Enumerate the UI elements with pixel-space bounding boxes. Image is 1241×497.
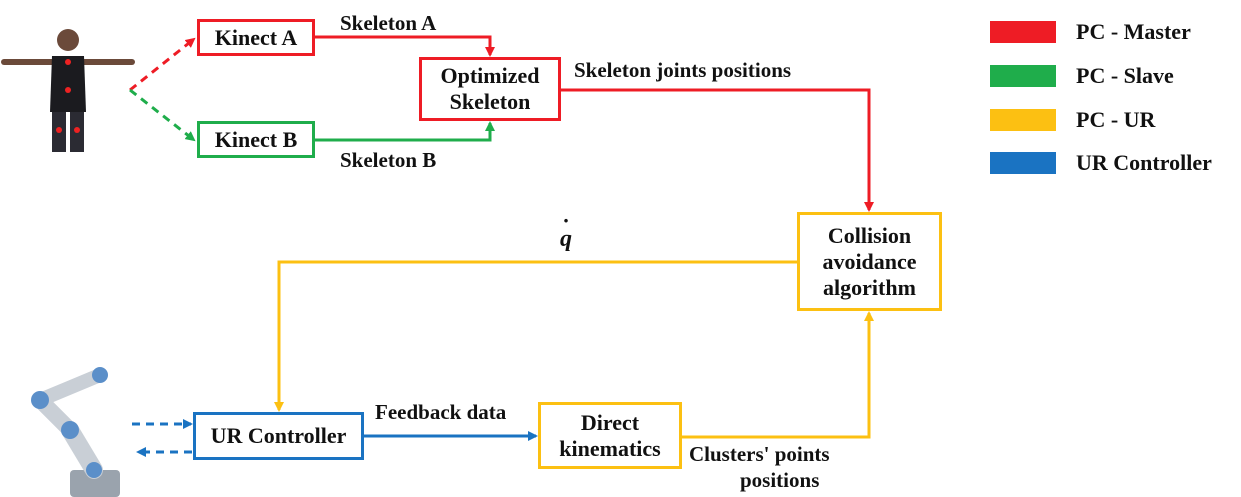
robot-arm-icon bbox=[31, 367, 120, 497]
kinect-b-label: Kinect B bbox=[214, 126, 298, 152]
clusters-label-line2: positions bbox=[740, 468, 820, 492]
direct-kinematics-node: Direct kinematics bbox=[538, 402, 682, 469]
human-figure-icon bbox=[1, 29, 135, 152]
legend-item-pc-ur: PC - UR bbox=[990, 107, 1155, 133]
edge-human-kinect-a bbox=[129, 37, 196, 92]
optimized-skeleton-node: Optimized Skeleton bbox=[419, 57, 561, 121]
collision-avoidance-node: Collision avoidance algorithm bbox=[797, 212, 942, 311]
legend-item-pc-master: PC - Master bbox=[990, 19, 1191, 45]
skeleton-joints-label: Skeleton joints positions bbox=[574, 58, 792, 82]
kinect-a-label: Kinect A bbox=[214, 24, 298, 50]
legend-swatch-pc-ur bbox=[990, 109, 1056, 131]
edge-collision-ur bbox=[274, 260, 797, 412]
collision-avoidance-line1: Collision bbox=[827, 222, 912, 248]
legend-label-pc-ur: PC - UR bbox=[1076, 107, 1156, 132]
legend-label-ur-controller: UR Controller bbox=[1076, 150, 1212, 175]
legend-swatch-pc-slave bbox=[990, 65, 1056, 87]
ur-controller-node: UR Controller bbox=[193, 412, 364, 460]
collision-avoidance-line3: algorithm bbox=[823, 274, 916, 300]
ur-controller-label: UR Controller bbox=[210, 423, 347, 448]
kinect-a-node: Kinect A bbox=[197, 19, 315, 56]
optimized-skeleton-line2: Skeleton bbox=[449, 89, 531, 114]
skeleton-a-label: Skeleton A bbox=[340, 11, 437, 35]
q-dot-symbol: q bbox=[560, 226, 572, 252]
q-dot-dot: ˙ bbox=[562, 216, 570, 242]
edge-kinect-b-optimized bbox=[315, 121, 495, 142]
clusters-label-line1: Clusters' points bbox=[689, 442, 830, 466]
legend-swatch-pc-master bbox=[990, 21, 1056, 43]
legend-label-pc-master: PC - Master bbox=[1076, 19, 1191, 44]
legend-item-ur-controller: UR Controller bbox=[990, 150, 1212, 176]
direct-kinematics-line1: Direct bbox=[580, 409, 640, 435]
edge-kinematics-collision bbox=[682, 311, 874, 439]
skeleton-b-label: Skeleton B bbox=[340, 148, 437, 172]
legend-swatch-ur-controller bbox=[990, 152, 1056, 174]
kinect-b-node: Kinect B bbox=[197, 121, 315, 158]
direct-kinematics-line2: kinematics bbox=[559, 435, 661, 461]
edge-human-kinect-b bbox=[129, 88, 196, 142]
q-dot-label: ˙ q bbox=[560, 217, 572, 252]
collision-avoidance-line2: avoidance bbox=[822, 248, 917, 274]
legend-item-pc-slave: PC - Slave bbox=[990, 63, 1174, 89]
edge-optimized-collision bbox=[561, 88, 874, 212]
edge-kinect-a-optimized bbox=[315, 35, 495, 57]
optimized-skeleton-line1: Optimized bbox=[440, 63, 540, 88]
feedback-label: Feedback data bbox=[375, 400, 507, 424]
legend-label-pc-slave: PC - Slave bbox=[1076, 63, 1174, 88]
